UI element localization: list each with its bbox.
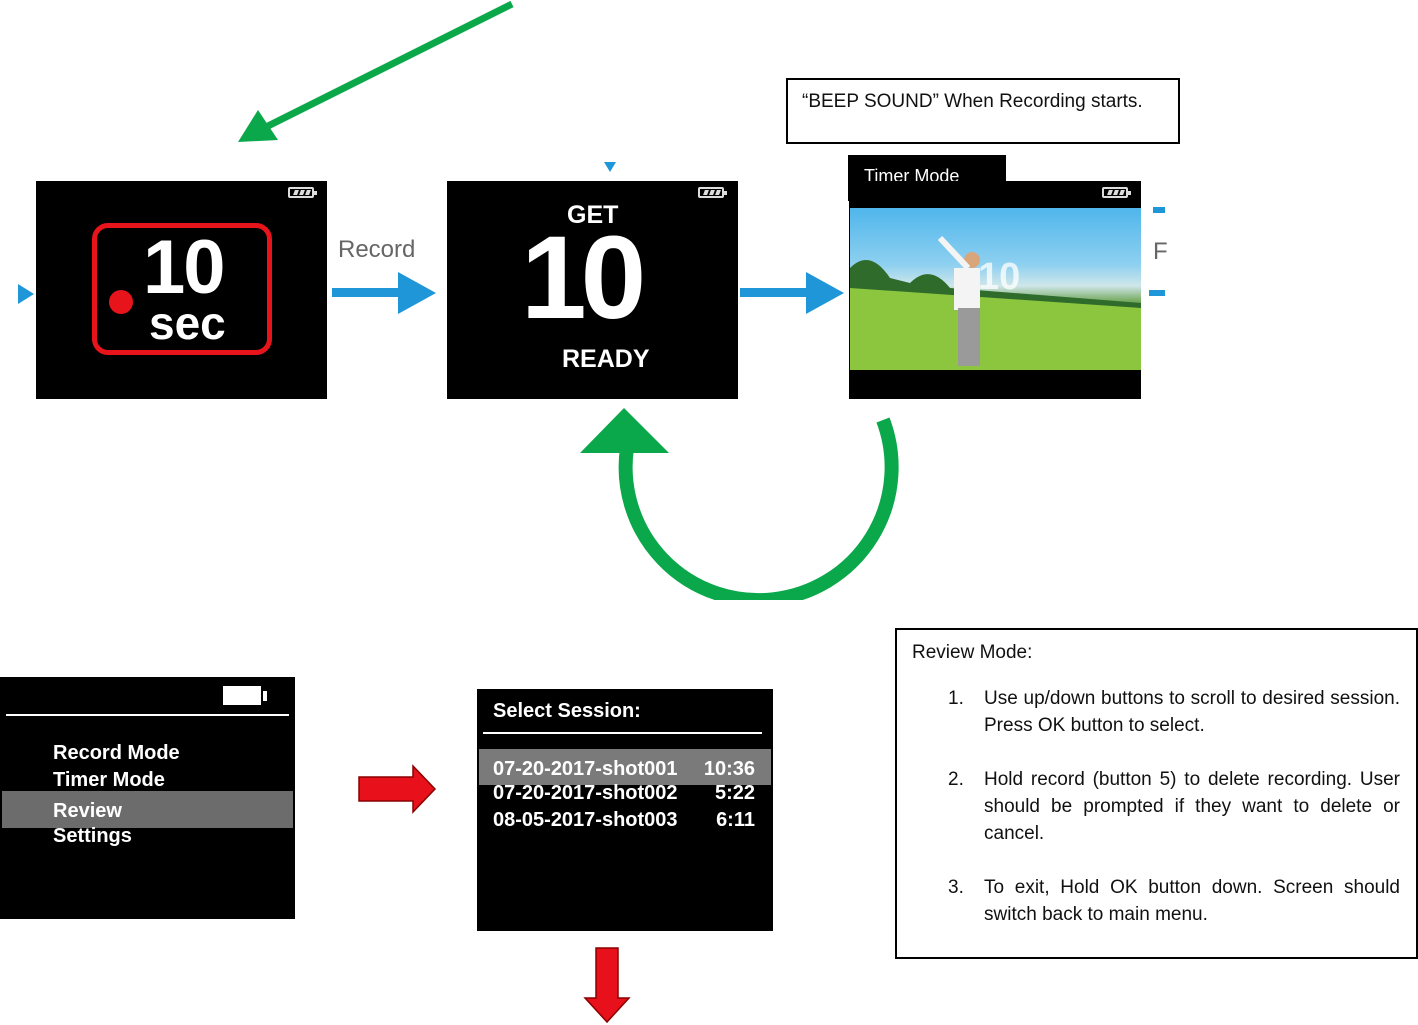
select-session-screen: Select Session: 07-20-2017-shot001 10:36… — [477, 689, 773, 931]
session-name: 08-05-2017-shot003 — [493, 809, 678, 831]
battery-icon — [223, 686, 261, 705]
menu-highlight — [2, 791, 293, 828]
red-arrow-right — [358, 764, 437, 814]
battery-icon — [1102, 187, 1131, 198]
menu-divider — [6, 714, 289, 716]
record-dot-icon — [109, 290, 133, 314]
review-step: 3.To exit, Hold OK button down. Screen s… — [948, 877, 1400, 925]
battery-tip — [263, 691, 267, 701]
record-arrow-label: Record — [338, 236, 416, 263]
right-dash-2 — [1149, 290, 1165, 296]
session-time: 6:11 — [716, 809, 755, 831]
golf-photo: 10 — [850, 208, 1141, 370]
blue-arrow-1 — [332, 272, 436, 314]
session-name: 07-20-2017-shot001 — [493, 758, 678, 780]
red-arrow-down — [583, 947, 631, 1024]
session-time: 5:22 — [714, 782, 755, 804]
review-step: 1.Use up/down buttons to scroll to desir… — [948, 688, 1400, 736]
menu-item-settings[interactable]: Settings — [53, 825, 132, 847]
review-step: 2.Hold record (button 5) to delete recor… — [948, 769, 1400, 844]
right-dash-1 — [1153, 207, 1165, 213]
green-diagonal-arrow — [238, 0, 514, 142]
session-row-3[interactable]: 08-05-2017-shot003 6:11 — [493, 809, 755, 832]
menu-item-record-mode[interactable]: Record Mode — [53, 742, 180, 764]
timer-10sec-screen: 10 sec — [36, 181, 327, 399]
menu-item-timer-mode[interactable]: Timer Mode — [53, 769, 165, 791]
main-menu-screen: Record Mode Timer Mode Review Settings — [0, 677, 295, 919]
session-name: 07-20-2017-shot002 — [493, 782, 678, 804]
session-divider — [483, 732, 762, 734]
review-note-title: Review Mode: — [912, 642, 1033, 663]
green-loop-arrow — [580, 408, 899, 600]
session-row-1[interactable]: 07-20-2017-shot001 10:36 — [493, 758, 755, 781]
left-blue-triangle — [18, 284, 34, 304]
review-mode-note: Review Mode: 1.Use up/down buttons to sc… — [895, 628, 1418, 959]
timer-digits: 10 — [143, 225, 226, 310]
golf-course-scene — [850, 235, 1141, 370]
beep-note-text: “BEEP SOUND” When Recording starts. — [802, 91, 1143, 112]
top-blue-triangle — [604, 162, 616, 172]
blue-arrow-2 — [740, 272, 844, 314]
cut-off-label: F — [1153, 238, 1168, 265]
menu-item-review[interactable]: Review — [53, 800, 122, 822]
timer-badge: 10 sec — [92, 223, 272, 355]
get-label: GET — [567, 201, 619, 229]
get-ready-screen: GET 10 READY — [447, 181, 738, 399]
battery-icon — [288, 187, 317, 198]
recording-screen: 10 — [849, 181, 1141, 399]
session-title: Select Session: — [493, 700, 641, 722]
countdown-digits: 10 — [521, 212, 646, 344]
review-steps-list: 1.Use up/down buttons to scroll to desir… — [912, 685, 1400, 928]
session-time: 10:36 — [703, 758, 755, 780]
overlay-digits: 10 — [978, 256, 1021, 298]
beep-sound-note: “BEEP SOUND” When Recording starts. — [786, 78, 1180, 144]
session-row-2[interactable]: 07-20-2017-shot002 5:22 — [493, 782, 755, 805]
ready-label: READY — [562, 345, 650, 373]
timer-unit: sec — [149, 297, 226, 349]
battery-icon — [698, 187, 727, 198]
session-highlight — [479, 749, 771, 785]
